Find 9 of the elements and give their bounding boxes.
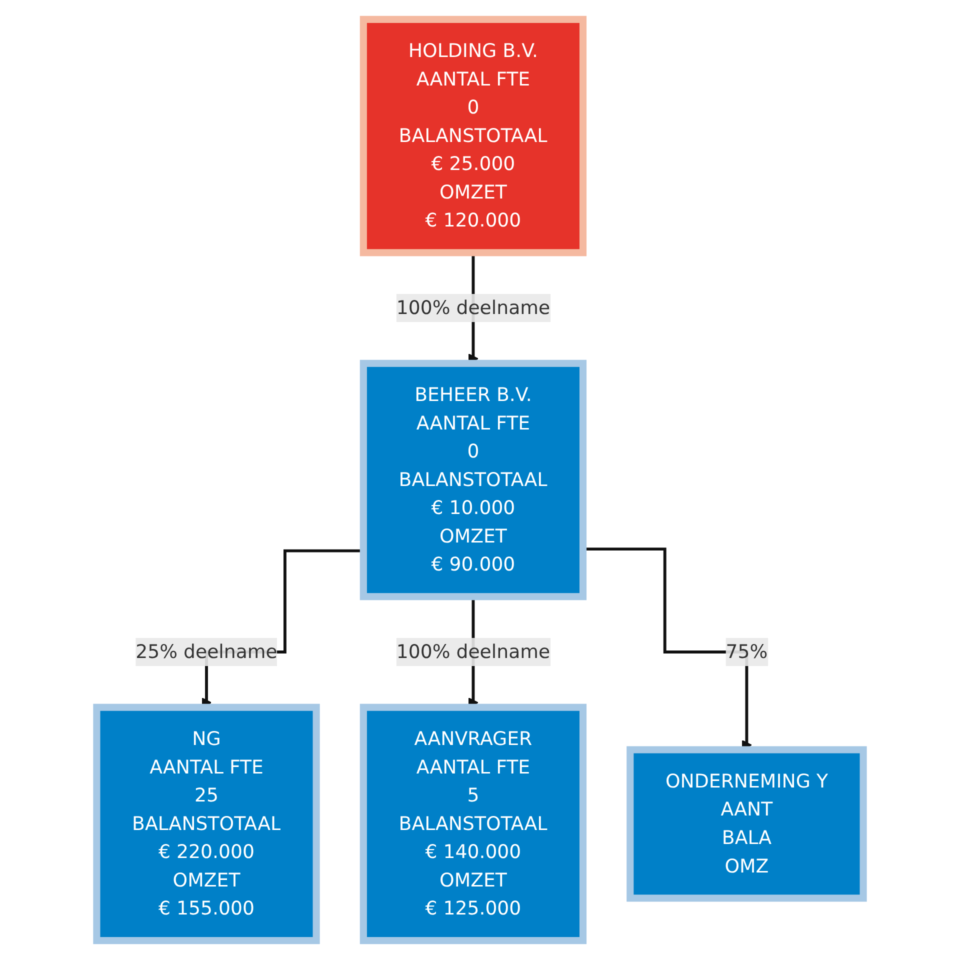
node-box: HOLDING B.V. AANTAL FTE 0 BALANSTOTAAL € 25.000 OMZET € 120.000 bbox=[360, 16, 587, 256]
node-box: AANVRAGER AANTAL FTE 5 BALANSTOTAAL € 140.000 OMZET € 125.000 bbox=[360, 704, 587, 944]
edge-label: 100% deelname bbox=[396, 296, 550, 319]
edge-label: 75% bbox=[726, 640, 768, 663]
node-box: ONDERNEMING Y AANT BALA OMZ bbox=[626, 746, 867, 902]
edge-label: 100% deelname bbox=[396, 640, 550, 663]
node-box: BEHEER B.V. AANTAL FTE 0 BALANSTOTAAL € 10.000 OMZET € 90.000 bbox=[360, 360, 587, 600]
node-box: NG AANTAL FTE 25 BALANSTOTAAL € 220.000 OMZET € 155.000 bbox=[93, 704, 320, 944]
edge-label: 25% deelname bbox=[136, 640, 278, 663]
